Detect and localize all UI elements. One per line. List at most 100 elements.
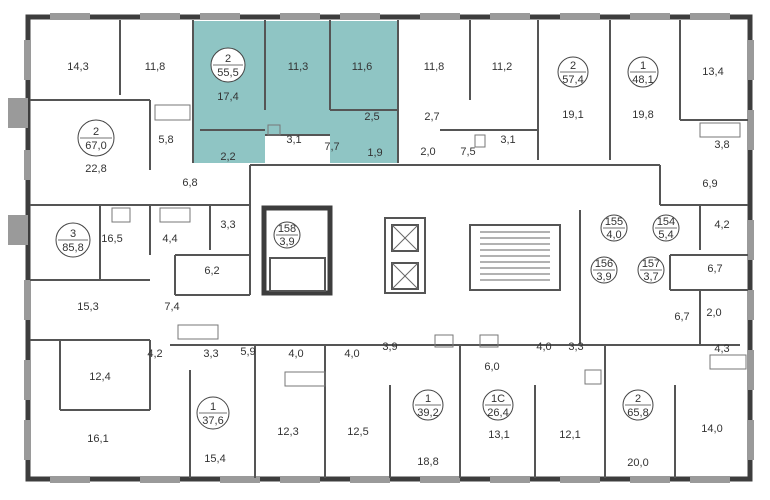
apartment-rooms: 3 bbox=[70, 228, 76, 240]
room-area-label: 2,5 bbox=[364, 111, 379, 123]
apartment-rooms: 158 bbox=[278, 223, 296, 235]
apartment-area: 48,1 bbox=[632, 74, 653, 86]
room-area-label: 11,8 bbox=[145, 61, 166, 73]
room-area-label: 7,7 bbox=[324, 141, 339, 153]
room-area-label: 12,4 bbox=[89, 371, 110, 383]
room-area-label: 3,3 bbox=[568, 341, 583, 353]
room-area-label: 19,8 bbox=[632, 109, 653, 121]
room-area-label: 17,4 bbox=[217, 91, 238, 103]
room-area-label: 6,7 bbox=[674, 311, 689, 323]
room-area-label: 14,3 bbox=[67, 61, 88, 73]
apartment-area: 3,9 bbox=[596, 271, 611, 283]
room-area-label: 5,9 bbox=[240, 346, 255, 358]
apartment-marker[interactable]: 148,1 bbox=[627, 56, 659, 88]
room-area-label: 4,0 bbox=[288, 348, 303, 360]
apartment-marker[interactable]: 265,8 bbox=[622, 389, 654, 421]
room-area-label: 2,0 bbox=[706, 307, 721, 319]
room-area-label: 7,4 bbox=[164, 301, 179, 313]
apartment-rooms: 157 bbox=[642, 258, 660, 270]
room-area-label: 2,2 bbox=[220, 151, 235, 163]
apartment-rooms: 155 bbox=[605, 216, 623, 228]
highlighted-apartment[interactable] bbox=[193, 21, 398, 163]
room-area-label: 15,4 bbox=[204, 453, 225, 465]
room-area-label: 4,2 bbox=[714, 219, 729, 231]
room-area-label: 11,2 bbox=[492, 61, 513, 73]
apartment-marker[interactable]: 137,6 bbox=[196, 396, 230, 430]
room-area-label: 11,8 bbox=[424, 61, 445, 73]
room-area-label: 6,7 bbox=[707, 263, 722, 275]
apartment-marker[interactable]: 1С 26,4 bbox=[482, 389, 514, 421]
apartment-marker[interactable]: 139,2 bbox=[412, 389, 444, 421]
room-area-label: 7,5 bbox=[460, 146, 475, 158]
apartment-rooms: 2 bbox=[93, 126, 99, 138]
room-area-label: 6,9 bbox=[702, 178, 717, 190]
apartment-rooms: 1 bbox=[210, 401, 216, 413]
apartment-area: 3,9 bbox=[279, 236, 294, 248]
apartment-marker[interactable]: 385,8 bbox=[55, 222, 91, 258]
room-area-label: 18,8 bbox=[417, 456, 438, 468]
room-area-label: 12,1 bbox=[559, 429, 580, 441]
apartment-area: 65,8 bbox=[627, 407, 648, 419]
apartment-marker[interactable]: 257,4 bbox=[557, 56, 589, 88]
room-area-label: 22,8 bbox=[85, 163, 106, 175]
interior-walls bbox=[30, 20, 748, 478]
apartment-rooms: 2 bbox=[225, 53, 231, 65]
room-area-label: 19,1 bbox=[562, 109, 583, 121]
room-area-label: 16,1 bbox=[87, 433, 108, 445]
room-area-label: 3,3 bbox=[203, 348, 218, 360]
apartment-rooms: 156 bbox=[595, 258, 613, 270]
bathroom-fixtures bbox=[111, 104, 747, 387]
apartment-rooms: 154 bbox=[657, 216, 675, 228]
apartment-rooms: 1С bbox=[491, 393, 505, 405]
room-area-label: 4,0 bbox=[344, 348, 359, 360]
room-area-label: 15,3 bbox=[77, 301, 98, 313]
room-area-label: 3,1 bbox=[286, 134, 301, 146]
room-area-label: 2,7 bbox=[424, 111, 439, 123]
room-area-label: 6,2 bbox=[204, 265, 219, 277]
room-area-label: 14,0 bbox=[701, 423, 722, 435]
elevator-hall-wall bbox=[261, 205, 333, 296]
staircase bbox=[391, 224, 550, 290]
apartment-area: 85,8 bbox=[62, 242, 83, 254]
room-area-label: 4,0 bbox=[536, 341, 551, 353]
highlighted-apartment-marker[interactable]: 255,5 bbox=[210, 47, 246, 83]
apartment-area: 39,2 bbox=[417, 407, 438, 419]
apartment-markers: 255,5257,4148,1267,0385,8137,6139,21С26,… bbox=[55, 47, 680, 430]
apartment-area: 26,4 bbox=[487, 407, 508, 419]
apartment-area: 37,6 bbox=[202, 415, 223, 427]
apartment-rooms: 1 bbox=[425, 393, 431, 405]
room-area-label: 2,0 bbox=[420, 146, 435, 158]
windows bbox=[8, 13, 754, 483]
room-area-label: 13,1 bbox=[488, 429, 509, 441]
room-area-label: 12,3 bbox=[277, 426, 298, 438]
room-area-label: 4,2 bbox=[147, 348, 162, 360]
room-area-label: 1,9 bbox=[367, 147, 382, 159]
apartment-rooms: 2 bbox=[635, 393, 641, 405]
apartment-area: 57,4 bbox=[562, 74, 583, 86]
room-area-label: 3,1 bbox=[500, 134, 515, 146]
apartment-rooms: 2 bbox=[570, 60, 576, 72]
room-area-label: 6,0 bbox=[484, 361, 499, 373]
apartment-area: 4,0 bbox=[606, 229, 621, 241]
apartment-marker[interactable]: 267,0 bbox=[77, 119, 115, 157]
apartment-rooms: 1 bbox=[640, 60, 646, 72]
apartment-area: 3,7 bbox=[643, 271, 658, 283]
room-area-label: 3,9 bbox=[382, 341, 397, 353]
room-area-label: 13,4 bbox=[702, 66, 723, 78]
room-area-label: 20,0 bbox=[627, 457, 648, 469]
room-area-label: 5,8 bbox=[158, 134, 173, 146]
room-area-label: 16,5 bbox=[101, 233, 122, 245]
apartment-area: 5,4 bbox=[658, 229, 673, 241]
room-area-label: 3,8 bbox=[714, 139, 729, 151]
highlighted-apartment-area[interactable] bbox=[193, 21, 398, 163]
room-area-label: 4,4 bbox=[162, 233, 177, 245]
room-area-label: 6,8 bbox=[182, 177, 197, 189]
room-area-label: 11,6 bbox=[352, 61, 373, 73]
